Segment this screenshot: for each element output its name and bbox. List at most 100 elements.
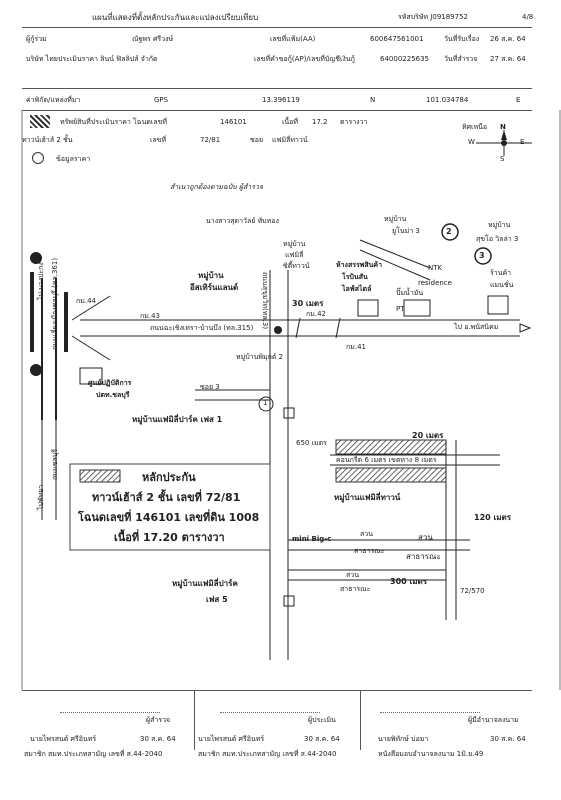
signature-divider-2 (360, 690, 361, 750)
legend-soi: แฟมิลี่ทาวน์ (272, 136, 308, 144)
village-small: หมู่บ้านพิมุกต์ 2 (236, 353, 284, 361)
appraiser-signature-line (220, 712, 320, 713)
dist-650: 650 เมตร (296, 439, 327, 447)
appraiser-name: นายไพรสนต์ ศรีอินทร์ (198, 735, 265, 743)
compass-icon (476, 130, 532, 156)
shop: ร้านค้า (490, 269, 512, 277)
park-5: หมู่บ้านแฟมิลี่ปาร์ค (172, 579, 238, 588)
ntk: NTK (428, 264, 443, 272)
park-b: สวน (418, 533, 433, 542)
legend-area: 17.2 (312, 118, 328, 126)
latitude-dir: N (370, 96, 376, 104)
legend-deed-no: 146101 (220, 118, 247, 126)
village-eastern-2: อีสเทิร์นแลนด์ (190, 283, 239, 292)
village-sukhon: หมู่บ้าน (488, 221, 511, 229)
legend-soi-label: ซอย (250, 136, 264, 144)
longitude-dir: E (516, 96, 521, 104)
latitude: 13.396119 (262, 96, 300, 104)
signature-rule (22, 690, 532, 691)
village-eastern-1: หมู่บ้าน (198, 271, 224, 280)
header-title: แผนที่แสดงที่ตั้งหลักประกันและแปลงเปรียบ… (92, 13, 259, 22)
compass-south: S (500, 155, 505, 163)
label-1: 1 (263, 399, 268, 407)
dist-30: 30 เมตร (292, 299, 324, 308)
collateral-line2: โฉนดเลขที่ 146101 เลขที่ดิน 1008 (78, 511, 260, 524)
authorized-reg: หนังสือมอบอำนาจลงนาม 1มิ.ย.49 (378, 750, 484, 758)
legend-house-no: 72/81 (200, 136, 221, 144)
signature-divider-1 (194, 690, 195, 750)
mall-3: ไลฟ์สไตล์ (342, 285, 372, 293)
park-c: สวน (346, 571, 359, 579)
collateral-heading: หลักประกัน (142, 471, 196, 484)
park-b-2: สาธารณะ (406, 552, 441, 561)
legend-area-unit: ตารางวา (340, 118, 368, 126)
customer-label: ผู้กู้ร่วม (26, 35, 47, 43)
recv-date: 26 ส.ค. 64 (490, 35, 526, 43)
authorized-date: 30 ส.ค. 64 (490, 735, 526, 743)
village-family-1: หมู่บ้าน (283, 240, 306, 248)
coord-label: ค่าพิกัด/แหล่งที่มา (26, 96, 81, 104)
company-name: บริษัท ไทยประเมินราคา ลินน์ ฟิลลิปส์ จำก… (26, 55, 158, 63)
legend-property-label: ทรัพย์สินที่ประเมินราคา โฉนดเลขที่ (60, 118, 167, 126)
to-pattaya: ไปพัทยา (37, 484, 45, 510)
road-main: ถนนสุขุมวิท(ทล.3) (261, 272, 269, 330)
to-phanat: ไป อ.พนัสนิคม (454, 323, 499, 331)
stamp-name: นางสาวสุดาวัลย์ ทับทอง (206, 217, 279, 225)
surveyor-date: 30 ส.ค. 64 (140, 735, 176, 743)
park-a: สวน (360, 530, 373, 538)
coord-rule-top (22, 88, 532, 89)
house-number: 72/570 (460, 587, 485, 595)
office-name-2: ปตท.ชลบุรี (96, 391, 130, 399)
authorized-name: นายพิทักษ์ บ่อมา (378, 735, 429, 743)
collateral-line1: ทาวน์เฮ้าส์ 2 ชั้น เลขที่ 72/81 (92, 491, 241, 504)
village-family-2: แฟมิลี่ (285, 251, 304, 259)
stamp-text: สำเนาถูกต้องตามฉบับ ผู้สำรวจ (170, 183, 264, 191)
page-number: 4/8 (522, 13, 534, 21)
family-town: หมู่บ้านแฟมิลี่ทาวน์ (334, 493, 401, 502)
km43: กม.43 (140, 312, 160, 320)
appraiser-role: ผู้ประเมิน (308, 716, 336, 724)
mall: ห้างสรรพสินค้า (336, 261, 383, 269)
appraiser-date: 30 ส.ค. 64 (304, 735, 340, 743)
road-315: ถนนฉะเชิงเทรา-บ้านบึง (ทล.315) (150, 324, 254, 332)
surveyor-reg: สมาชิก สมท.ประเภทสามัญ เลขที่ ส.44-2040 (24, 750, 163, 758)
header-ref: รหัสบริษัท J09189752 (398, 13, 468, 21)
appraiser-reg: สมาชิก สมท.ประเภทสามัญ เลขที่ ส.44-2040 (198, 750, 337, 758)
file-label: เลขที่แฟ้ม(AA) (270, 35, 316, 43)
recv-label: วันที่รับเรื่อง (444, 35, 480, 43)
road-361: ถนนเลี่ยงเมืองชลบุรี (ทล.361) (51, 257, 59, 350)
collateral-line3: เนื้อที่ 17.20 ตารางวา (114, 531, 225, 544)
property-hatch-icon (30, 115, 50, 128)
survey-label: วันที่สำรวจ (444, 55, 478, 63)
label-3: 3 (479, 251, 485, 260)
soi-family: คอนกรีต 6 เมตร เขตทาง 8 เมตร (336, 456, 437, 464)
office-name: ศูนย์ปฏิบัติการ (88, 379, 132, 387)
surveyor-signature-line (60, 712, 160, 713)
authorized-role: ผู้มีอำนาจลงนาม (468, 716, 519, 724)
marker-dot-icon (30, 252, 42, 264)
compass-north: N (500, 123, 506, 131)
header-rule (22, 27, 532, 28)
dist-120: 120 เมตร (474, 513, 511, 522)
customer-name: ณัฐพร ศรีวงษ์ (132, 35, 174, 43)
km44: กม.44 (76, 297, 96, 305)
market-data-icon (32, 152, 44, 164)
authorized-signature-line (380, 712, 480, 713)
park-c-2: สาธารณะ (340, 585, 371, 593)
gas-station-2: PT (396, 305, 405, 313)
compass-west: W (468, 138, 475, 146)
village-sukhon-2: สุขโอ วิลล่า 3 (476, 235, 519, 243)
legend-type: ทาวน์เฮ้าส์ 2 ชั้น (22, 136, 73, 144)
dist-20: 20 เมตร (412, 431, 444, 440)
north-note: ทิศเหนือ (462, 123, 488, 131)
file-no: 600647561001 (370, 35, 424, 43)
coord-rule-bottom (22, 110, 532, 111)
km41: กม.41 (346, 343, 366, 351)
road-chonburi: ถนนชลบุรี (51, 448, 59, 480)
legend-house-label: เลขที่ (150, 136, 167, 144)
compass-east: E (520, 138, 525, 146)
park-a-2: สาธารณะ (354, 547, 385, 555)
village-family-3: ซิตี้ทาวน์ (283, 262, 310, 270)
soi-3: ซอย 3 (200, 383, 220, 391)
